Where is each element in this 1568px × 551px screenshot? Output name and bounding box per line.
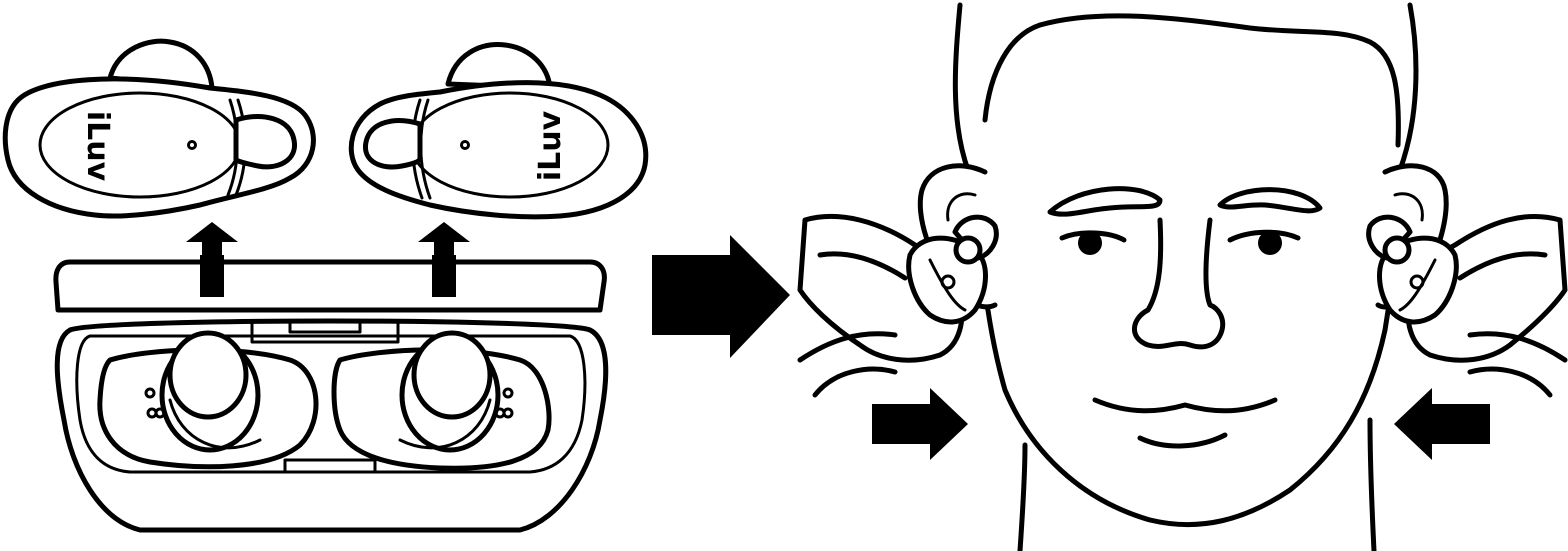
charging-case-icon (53, 255, 609, 533)
right-arrow-icon (872, 388, 968, 460)
face-icon (797, 2, 1568, 551)
left-earbud-icon (906, 214, 999, 325)
right-earbud-brand: iLuv (533, 110, 568, 181)
left-earbud-icon: iLuv (2, 38, 316, 219)
left-arrow-icon (1394, 388, 1490, 460)
right-earbud-icon: iLuv (348, 42, 649, 220)
left-earbud-brand: iLuv (80, 111, 115, 182)
right-earbud-icon (1366, 214, 1459, 325)
right-arrow-icon (652, 235, 790, 358)
